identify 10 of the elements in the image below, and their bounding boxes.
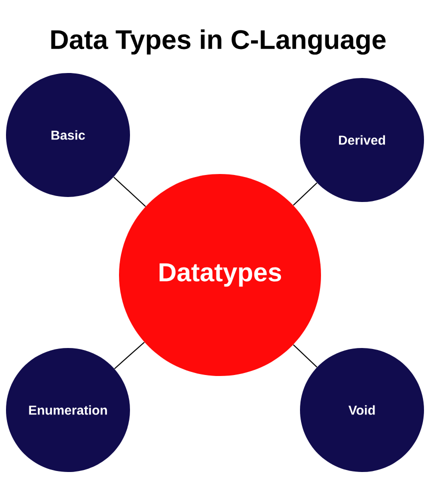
connector-line (114, 342, 145, 370)
circle-node: Void (300, 348, 424, 472)
connector-line (113, 176, 146, 207)
connector-line (292, 344, 318, 368)
circle-node: Enumeration (6, 348, 130, 472)
circle-node: Derived (300, 78, 424, 202)
circle-node: Datatypes (119, 174, 321, 376)
title: Data Types in C-Language (51, 29, 386, 55)
circle-node: Basic (6, 73, 130, 197)
connector-line (292, 182, 318, 206)
